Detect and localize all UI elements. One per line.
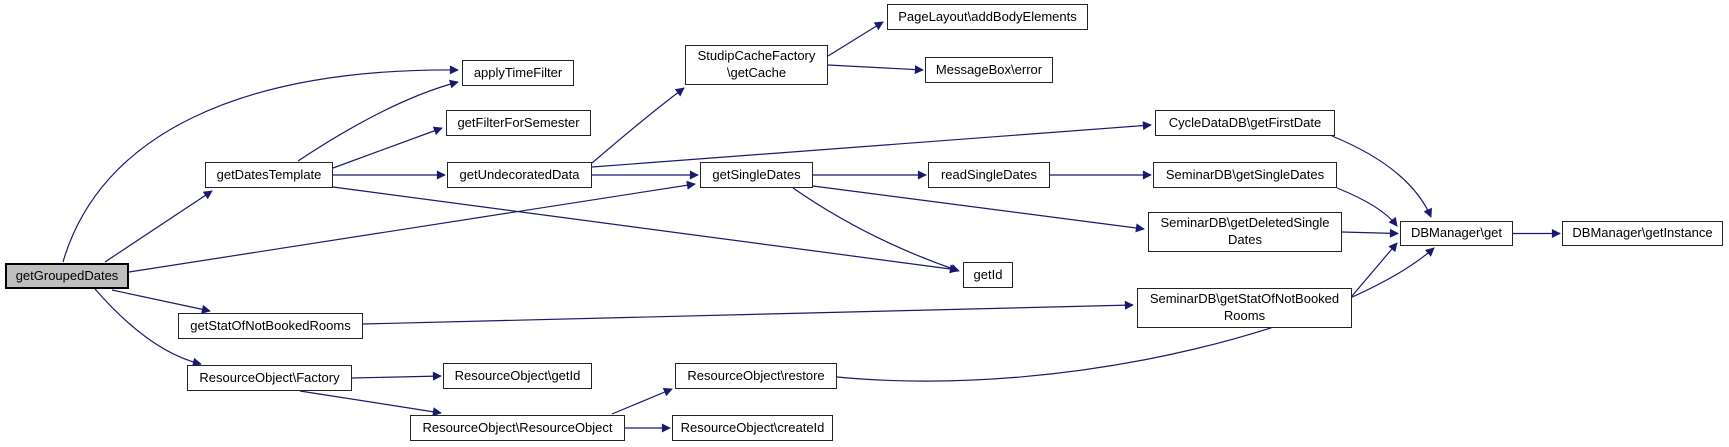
node-label: readSingleDates [940, 166, 1038, 182]
node-label: SeminarDB\getSingleDates [1165, 166, 1325, 182]
node-label: ResourceObject\createId [680, 419, 825, 435]
node-label: getDatesTemplate [216, 166, 322, 182]
node-label: getSingleDates [712, 166, 801, 182]
edge-statRooms-to-semStatRooms [362, 300, 1134, 325]
edge-semSingleDates-to-dbGet [1336, 187, 1398, 227]
node-label: Dates [1228, 232, 1262, 247]
node-label: PageLayout\addBodyElements [898, 8, 1077, 24]
node-label: getFilterForSemester [457, 114, 580, 130]
edge-roCtor-to-roRestore [611, 387, 673, 415]
node-datesTemplate[interactable]: getDatesTemplate [205, 162, 333, 188]
edge-roRestore-to-dbGet [836, 247, 1435, 382]
node-semSingleDates[interactable]: SeminarDB\getSingleDates [1153, 162, 1337, 188]
node-label: MessageBox\error [935, 61, 1043, 77]
edge-semStatRooms-to-dbGet [1351, 242, 1398, 297]
node-undecoratedData[interactable]: getUndecoratedData [447, 162, 592, 188]
node-applyTimeFilter[interactable]: applyTimeFilter [462, 60, 574, 86]
node-label: getId [973, 266, 1003, 282]
node-dbGet[interactable]: DBManager\get [1400, 221, 1513, 246]
node-label: DBManager\get [1410, 225, 1503, 241]
node-label: getUndecoratedData [459, 166, 580, 182]
edge-undecoratedData-to-cycleFirstDate [591, 121, 1152, 168]
node-roFactory[interactable]: ResourceObject\Factory [187, 365, 352, 391]
node-singleDates[interactable]: getSingleDates [700, 162, 813, 188]
edge-groupedDates-to-roFactory [94, 288, 202, 367]
edge-groupedDates-to-statRooms [111, 289, 211, 314]
edge-datesTemplate-to-filterForSemester [332, 126, 443, 169]
node-label: SeminarDB\getDeletedSingle [1160, 215, 1330, 231]
edge-datesTemplate-to-applyTimeFilter [297, 79, 459, 162]
node-groupedDates: getGroupedDates [5, 263, 129, 289]
node-messageBox[interactable]: MessageBox\error [925, 57, 1053, 83]
node-label: \getCache [726, 65, 787, 80]
node-label: DBManager\getInstance [1572, 225, 1713, 241]
node-label: ResourceObject\getId [454, 367, 581, 383]
node-label: applyTimeFilter [473, 64, 563, 80]
edge-groupedDates-to-applyTimeFilter [62, 65, 459, 263]
edge-singleDates-to-getId [792, 187, 960, 273]
edge-groupedDates-to-datesTemplate [104, 190, 213, 263]
node-label: getGroupedDates [15, 267, 119, 283]
edge-cycleFirstDate-to-dbGet [1331, 135, 1432, 218]
node-roGetId[interactable]: ResourceObject\getId [443, 363, 592, 389]
edge-roFactory-to-roGetId [351, 371, 442, 381]
edge-cacheFactory-to-messageBox [827, 64, 924, 75]
edge-datesTemplate-to-getId [332, 186, 959, 274]
node-label: ResourceObject\ResourceObject [422, 419, 613, 435]
node-label: StudipCacheFactory [697, 48, 816, 64]
edge-singleDates-to-semDeletedSingleDates [812, 185, 1145, 233]
node-roCtor[interactable]: ResourceObject\ResourceObject [410, 415, 625, 441]
edge-cacheFactory-to-pageLayout [827, 21, 884, 57]
node-cacheFactory[interactable]: StudipCacheFactory\getCache [685, 45, 828, 85]
node-dbInstance[interactable]: DBManager\getInstance [1562, 221, 1723, 246]
node-label: ResourceObject\Factory [199, 369, 340, 385]
edge-groupedDates-to-singleDates [128, 180, 696, 273]
edge-undecoratedData-to-cacheFactory [591, 87, 685, 164]
node-label: Rooms [1223, 308, 1266, 323]
node-statRooms[interactable]: getStatOfNotBookedRooms [178, 313, 363, 339]
node-label: getStatOfNotBookedRooms [190, 317, 351, 333]
node-cycleFirstDate[interactable]: CycleDataDB\getFirstDate [1155, 110, 1335, 136]
node-label: CycleDataDB\getFirstDate [1168, 114, 1322, 130]
edge-semDeletedSingleDates-to-dbGet [1341, 228, 1399, 238]
node-getId[interactable]: getId [963, 262, 1013, 288]
edge-roFactory-to-roCtor [299, 390, 442, 417]
node-filterForSemester[interactable]: getFilterForSemester [446, 110, 591, 136]
node-roRestore[interactable]: ResourceObject\restore [675, 363, 837, 389]
node-pageLayout[interactable]: PageLayout\addBodyElements [887, 4, 1088, 30]
node-roCreateId[interactable]: ResourceObject\createId [672, 415, 833, 441]
node-label: ResourceObject\restore [687, 367, 825, 383]
node-label: SeminarDB\getStatOfNotBooked [1149, 291, 1340, 307]
node-readSingleDates[interactable]: readSingleDates [928, 162, 1050, 188]
